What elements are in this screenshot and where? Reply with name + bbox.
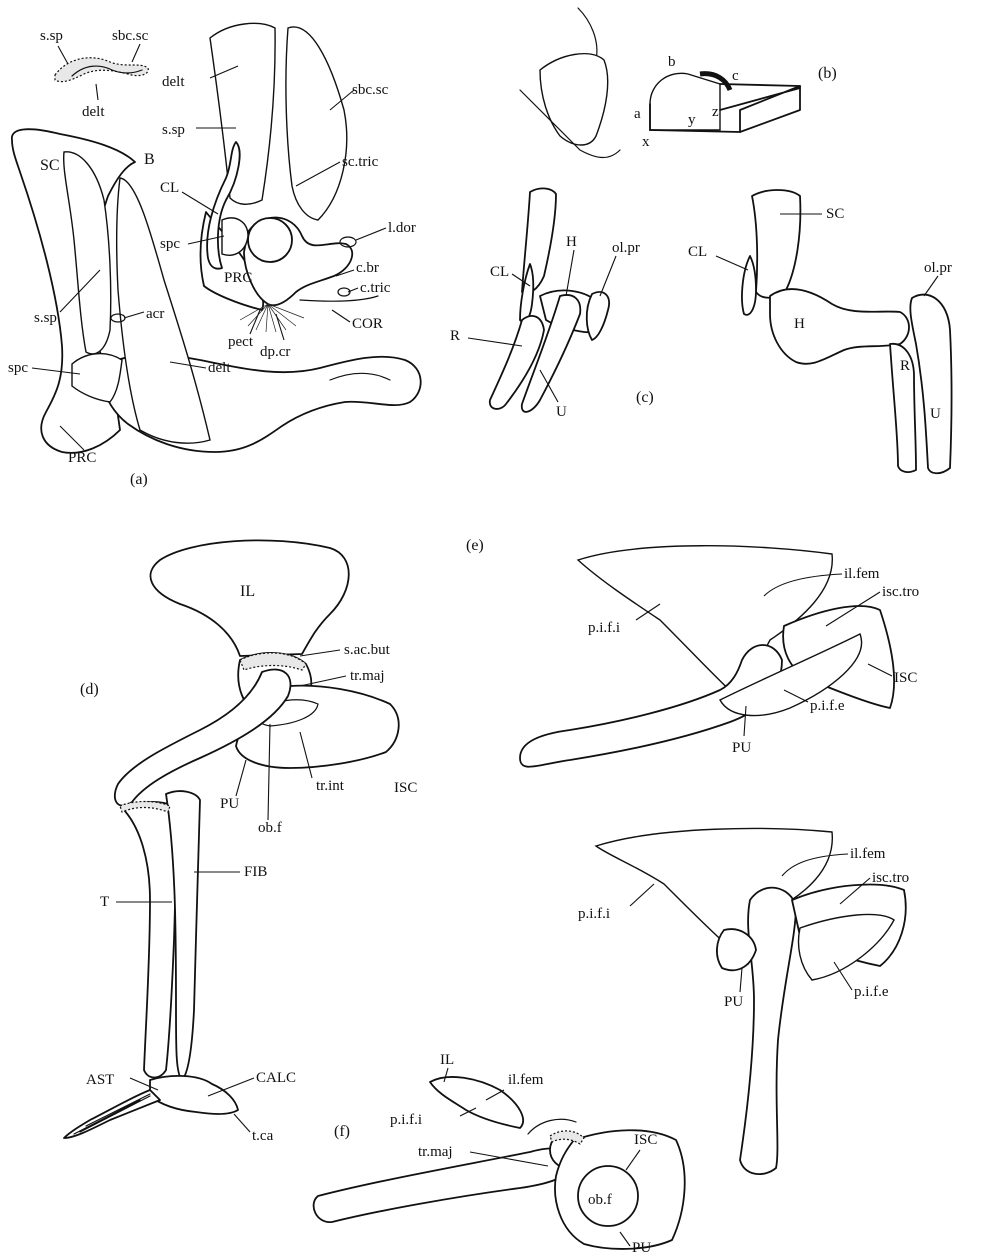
label-COR: COR bbox=[352, 316, 383, 332]
label-sbc-sc-inset: sbc.sc bbox=[112, 28, 149, 44]
label-IL-d: IL bbox=[240, 583, 255, 600]
label-U-c2: U bbox=[930, 406, 941, 422]
label-p-i-f-e-e1: p.i.f.e bbox=[810, 698, 845, 714]
label-delt-inset: delt bbox=[82, 104, 105, 120]
label-CL-c: CL bbox=[490, 264, 509, 280]
letter-z: z bbox=[712, 104, 719, 120]
label-il-fem-e2: il.fem bbox=[850, 846, 886, 862]
label-isc-tro-e2: isc.tro bbox=[872, 870, 909, 886]
panel-c: H CL ol.pr R U (c) SC CL ol.pr H R U bbox=[450, 188, 952, 473]
humeral-head bbox=[248, 218, 292, 262]
label-s-sp-mid: s.sp bbox=[162, 122, 185, 138]
label-il-fem-f: il.fem bbox=[508, 1072, 544, 1088]
label-p-i-f-i-e1: p.i.f.i bbox=[588, 620, 620, 636]
letter-c: c bbox=[732, 68, 739, 84]
label-c-br: c.br bbox=[356, 260, 379, 276]
label-CALC: CALC bbox=[256, 1070, 296, 1086]
label-spc-left: spc bbox=[8, 360, 28, 376]
caption-c: (c) bbox=[636, 389, 654, 406]
label-tr-maj-d: tr.maj bbox=[350, 668, 385, 684]
label-spc-mid: spc bbox=[160, 236, 180, 252]
ankle-d bbox=[150, 1076, 238, 1114]
label-R-c2: R bbox=[900, 358, 910, 374]
label-delt-top: delt bbox=[162, 74, 185, 90]
ilium-muscle-lower bbox=[596, 829, 832, 964]
label-ISC-e1: ISC bbox=[894, 670, 917, 686]
letter-a: a bbox=[634, 106, 641, 122]
label-s-sp-left: s.sp bbox=[34, 310, 57, 326]
label-pect: pect bbox=[228, 334, 254, 350]
label-ob-f-f: ob.f bbox=[588, 1192, 612, 1208]
caption-a: (a) bbox=[130, 471, 148, 488]
label-CL-c2: CL bbox=[688, 244, 707, 260]
label-SC-c: SC bbox=[826, 206, 844, 222]
sbc-sc-muscle bbox=[286, 27, 347, 220]
label-PU-e1: PU bbox=[732, 740, 751, 756]
label-t-ca: t.ca bbox=[252, 1128, 274, 1144]
label-p-i-f-i-f: p.i.f.i bbox=[390, 1112, 422, 1128]
label-ISC-f: ISC bbox=[634, 1132, 657, 1148]
clavicle-c-right bbox=[742, 256, 756, 315]
panel-a: s.sp sbc.sc delt SC B s.sp acr spc PRC d… bbox=[8, 23, 421, 488]
label-acr: acr bbox=[146, 306, 164, 322]
pect-fan bbox=[240, 304, 304, 332]
block-section bbox=[650, 73, 720, 130]
label-ob-f-d: ob.f bbox=[258, 820, 282, 836]
label-PU-f: PU bbox=[632, 1240, 651, 1256]
label-ISC-d: ISC bbox=[394, 780, 417, 796]
panel-d: IL s.ac.but tr.maj (d) ISC tr.int PU ob.… bbox=[64, 540, 417, 1144]
label-s-sp-inset: s.sp bbox=[40, 28, 63, 44]
label-CL: CL bbox=[160, 180, 179, 196]
caption-d: (d) bbox=[80, 681, 99, 698]
label-ol-pr: ol.pr bbox=[612, 240, 640, 256]
delt-strip bbox=[210, 23, 275, 204]
femur-lower-e bbox=[740, 888, 796, 1174]
label-T: T bbox=[100, 894, 109, 910]
letter-b: b bbox=[668, 54, 676, 70]
caption-f: (f) bbox=[334, 1123, 350, 1140]
label-PRC-left: PRC bbox=[68, 450, 96, 466]
label-PU-e2: PU bbox=[724, 994, 743, 1010]
label-IL-f: IL bbox=[440, 1052, 454, 1068]
label-SC: SC bbox=[40, 157, 60, 174]
panel-f: IL il.fem p.i.f.i (f) tr.maj ISC ob.f PU bbox=[314, 1052, 685, 1256]
scapula-c-right bbox=[752, 190, 800, 298]
label-H: H bbox=[566, 234, 577, 250]
caption-e: (e) bbox=[466, 537, 484, 554]
label-ol-pr-c2: ol.pr bbox=[924, 260, 952, 276]
label-tr-maj-f: tr.maj bbox=[418, 1144, 453, 1160]
label-s-ac-but: s.ac.but bbox=[344, 642, 391, 658]
label-p-i-f-e-e2: p.i.f.e bbox=[854, 984, 889, 1000]
ol-pr-c-left bbox=[587, 292, 609, 340]
label-dp-cr: dp.cr bbox=[260, 344, 290, 360]
letter-x: x bbox=[642, 134, 650, 150]
label-U: U bbox=[556, 404, 567, 420]
label-PRC-mid: PRC bbox=[224, 270, 252, 286]
tibia-d bbox=[124, 802, 176, 1078]
caption-b: (b) bbox=[818, 65, 837, 82]
label-FIB: FIB bbox=[244, 864, 267, 880]
label-sc-tric: sc.tric bbox=[342, 154, 379, 170]
panel-b: b c a y z x (b) bbox=[520, 8, 837, 158]
label-c-tric: c.tric bbox=[360, 280, 391, 296]
label-isc-tro-e1: isc.tro bbox=[882, 584, 919, 600]
label-delt-low: delt bbox=[208, 360, 231, 376]
clavicle-c-left bbox=[520, 264, 533, 322]
label-l-dor: l.dor bbox=[388, 220, 416, 236]
label-PU-d: PU bbox=[220, 796, 239, 812]
letter-y: y bbox=[688, 112, 696, 128]
muscle-block-left bbox=[540, 54, 608, 145]
label-H-c2: H bbox=[794, 316, 805, 332]
label-tr-int: tr.int bbox=[316, 778, 345, 794]
humerus-c-right bbox=[770, 289, 909, 364]
label-AST: AST bbox=[86, 1072, 114, 1088]
label-sbc-sc: sbc.sc bbox=[352, 82, 389, 98]
label-p-i-f-i-e2: p.i.f.i bbox=[578, 906, 610, 922]
inset-cross-section bbox=[55, 58, 148, 82]
label-B: B bbox=[144, 151, 155, 168]
label-il-fem-e1: il.fem bbox=[844, 566, 880, 582]
label-R: R bbox=[450, 328, 460, 344]
